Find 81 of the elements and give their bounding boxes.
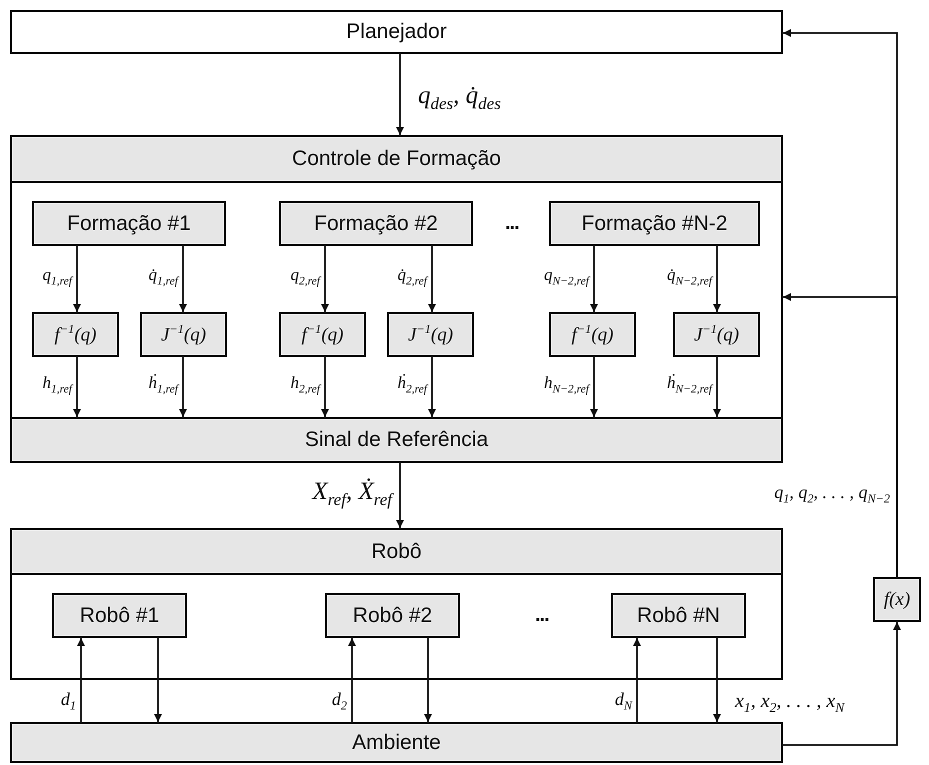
node-label: Robô #1 <box>80 604 160 628</box>
edge-label: q̇$_{1,ref}$ <box>148 266 178 288</box>
process-box <box>549 201 760 246</box>
formula-text: J$^{−1}$(q) <box>694 322 740 347</box>
node-label: Planejador <box>346 20 447 44</box>
edge-label: h$_{N−2,ref}$ <box>544 374 589 396</box>
edge-label: h$_{2,ref}$ <box>290 374 320 396</box>
formula-text: f(x) <box>884 588 910 610</box>
function-box <box>387 312 474 357</box>
arrow <box>396 463 404 528</box>
arrow <box>77 638 85 722</box>
process-box <box>611 593 746 638</box>
arrow <box>713 246 721 312</box>
arrow <box>424 638 432 722</box>
node-label: Robô #N <box>637 604 720 628</box>
arrow <box>428 357 436 417</box>
formula-text: f$^{−1}$(q) <box>572 322 614 347</box>
arrow <box>633 638 641 722</box>
band-box <box>10 528 783 575</box>
edge-label: q$_{1}$, q$_{2}$, . . . , q$_{N−2}$ <box>774 483 890 506</box>
function-box <box>32 312 119 357</box>
edge-label: q̇$_{N−2,ref}$ <box>666 266 712 288</box>
process-box <box>279 201 473 246</box>
formula-text: f$^{−1}$(q) <box>302 322 344 347</box>
process-box <box>10 10 783 54</box>
function-box <box>279 312 366 357</box>
arrow <box>321 357 329 417</box>
ellipsis-label: ... <box>535 604 549 627</box>
arrow <box>396 54 404 135</box>
edge-label: q$_{1,ref}$ <box>42 266 72 288</box>
edge-label: q$_{des}$, q̇$_{des}$ <box>418 82 501 114</box>
arrow <box>783 293 898 577</box>
edge-label: X$_{ref}$, Ẋ$_{ref}$ <box>312 478 392 510</box>
node-label: Formação #2 <box>314 212 438 236</box>
formula-text: f$^{−1}$(q) <box>54 322 96 347</box>
ellipsis-label: ... <box>505 212 519 235</box>
formula-text: J$^{−1}$(q) <box>160 322 206 347</box>
node-label: Sinal de Referência <box>304 428 488 452</box>
edge-label: x$_{1}$, x$_{2}$, . . . , x$_{N}$ <box>735 690 844 716</box>
arrow <box>713 638 721 722</box>
node-label: Formação #N-2 <box>582 212 728 236</box>
arrow <box>590 246 598 312</box>
arrow <box>179 357 187 417</box>
edge-label: d$_{N}$ <box>614 690 632 714</box>
arrow <box>154 638 162 722</box>
edge-label: q$_{N−2,ref}$ <box>544 266 589 288</box>
function-box <box>140 312 227 357</box>
function-box <box>673 312 760 357</box>
node-label: Robô <box>371 540 422 564</box>
edge-label: d$_{2}$ <box>332 690 347 714</box>
arrow <box>348 638 356 722</box>
edge-label: ḣ$_{2,ref}$ <box>397 374 427 396</box>
arrow <box>783 622 901 746</box>
arrow <box>713 357 721 417</box>
node-label: Controle de Formação <box>292 147 501 171</box>
node-label: Formação #1 <box>67 212 191 236</box>
function-box <box>549 312 636 357</box>
arrow <box>590 357 598 417</box>
node-label: Robô #2 <box>352 604 432 628</box>
process-box <box>32 201 226 246</box>
edge-label: q̇$_{2,ref}$ <box>397 266 427 288</box>
arrow <box>73 246 81 312</box>
group-panel <box>10 135 783 463</box>
arrow <box>321 246 329 312</box>
edge-label: ḣ$_{N−2,ref}$ <box>666 374 712 396</box>
function-box <box>873 577 921 622</box>
node-label: Ambiente <box>352 730 441 754</box>
formula-text: J$^{−1}$(q) <box>408 322 454 347</box>
arrow <box>428 246 436 312</box>
process-box <box>52 593 187 638</box>
edge-label: d$_{1}$ <box>60 690 76 714</box>
group-panel <box>10 528 783 680</box>
edge-label: ḣ$_{1,ref}$ <box>148 374 178 396</box>
process-box <box>325 593 460 638</box>
arrow <box>179 246 187 312</box>
band-box <box>10 722 783 763</box>
band-box <box>10 135 783 183</box>
edge-label: h$_{1,ref}$ <box>42 374 72 396</box>
band-box <box>10 417 783 463</box>
edge-label: q$_{2,ref}$ <box>290 266 320 288</box>
arrow <box>73 357 81 417</box>
